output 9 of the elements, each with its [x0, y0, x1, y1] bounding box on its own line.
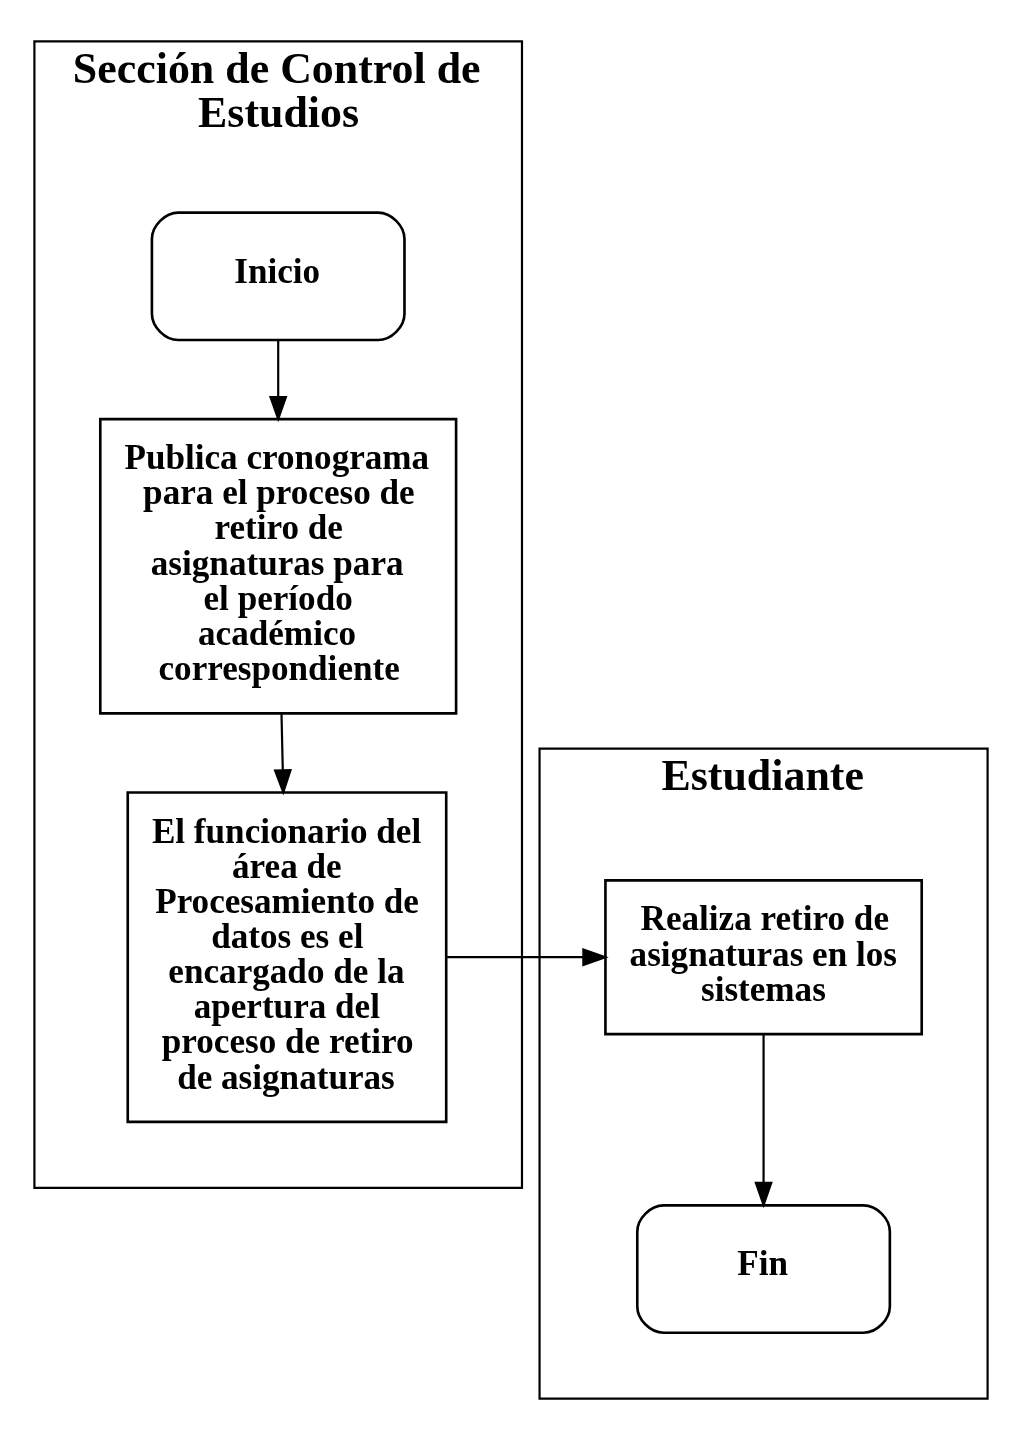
node-box: El funcionario del área de Procesamiento de datos es el encargado de la apertura del proceso de retiro de asignaturas — [126, 791, 448, 1124]
arrow — [754, 1034, 773, 1209]
node-box: Realiza retiro de asignaturas en los sistemas — [604, 879, 924, 1036]
node-box: Inicio — [150, 211, 406, 342]
arrow — [268, 340, 288, 423]
arrow — [273, 713, 292, 796]
node-box: Fin — [635, 1204, 892, 1335]
arrow — [447, 947, 609, 967]
node-box: Publica cronograma para el proceso de retiro de asignaturas para el período académico correspondiente — [99, 417, 458, 715]
